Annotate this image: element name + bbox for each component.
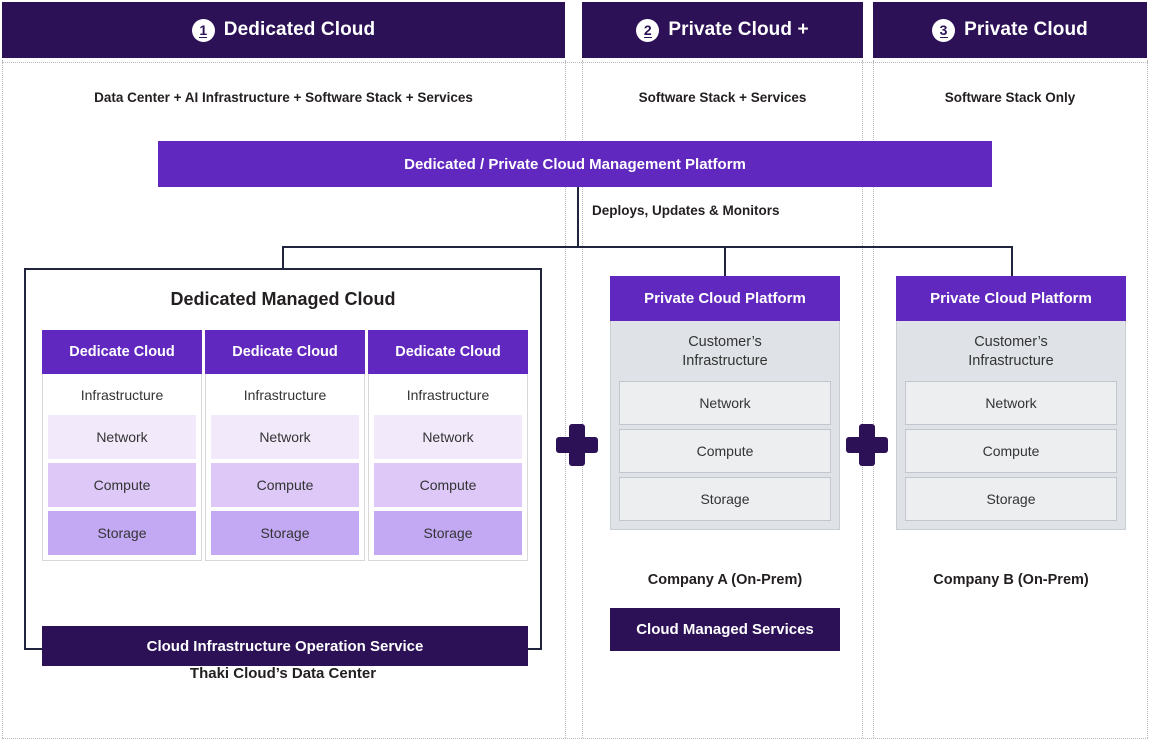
customer-infrastructure-title: Customer’s Infrastructure [905,321,1117,381]
resource-cell-network[interactable]: Network [48,415,196,459]
column-guide-1-right [565,60,566,738]
private-cloud-platform-b: Private Cloud Platform Customer’s Infras… [896,276,1126,531]
dedicate-cloud-body: Infrastructure Network Compute Storage [368,374,528,561]
infrastructure-label: Infrastructure [243,386,327,403]
cloud-managed-services-bar[interactable]: Cloud Managed Services [610,608,840,651]
resource-cell-compute[interactable]: Compute [374,463,522,507]
customer-infrastructure-line-1: Customer’s [688,334,762,350]
subcaption-column-2: Software Stack + Services [638,89,807,105]
connector-drop-right [1011,246,1013,278]
company-a-caption: Company A (On-Prem) [647,572,803,588]
subcaption-column-1: Data Center + AI Infrastructure + Softwa… [94,89,473,105]
dedicate-cloud-header: Dedicate Cloud [368,330,528,374]
resource-cell-storage[interactable]: Storage [619,477,831,522]
connector-drop-middle [724,246,726,278]
dedicate-cloud-header: Dedicate Cloud [205,330,365,374]
header-dedicated-cloud-label: Dedicated Cloud [223,19,376,40]
dedicate-cloud-stack[interactable]: Dedicate Cloud Infrastructure Network Co… [368,330,528,561]
column-guide-right-edge [1147,60,1148,738]
column-guide-2-left [582,60,583,738]
customer-infrastructure-title: Customer’s Infrastructure [619,321,831,381]
dedicate-cloud-header: Dedicate Cloud [42,330,202,374]
column-guide-2-right [862,60,863,738]
resource-cell-network[interactable]: Network [905,381,1117,426]
connector-horizontal-bus [282,246,1013,248]
column-guide-3-left [873,60,874,738]
resource-cell-compute[interactable]: Compute [211,463,359,507]
resource-cell-storage[interactable]: Storage [48,511,196,555]
dedicate-cloud-stack[interactable]: Dedicate Cloud Infrastructure Network Co… [205,330,365,561]
dedicate-cloud-body: Infrastructure Network Compute Storage [42,374,202,561]
cloud-infrastructure-operation-service-bar[interactable]: Cloud Infrastructure Operation Service [42,626,528,666]
resource-cell-storage[interactable]: Storage [905,477,1117,522]
resource-cell-compute[interactable]: Compute [619,429,831,474]
connector-label-deploys: Deploys, Updates & Monitors [592,203,780,218]
resource-cell-network[interactable]: Network [211,415,359,459]
company-b-caption: Company B (On-Prem) [933,572,1089,588]
private-cloud-platform-a: Private Cloud Platform Customer’s Infras… [610,276,840,531]
resource-cell-storage[interactable]: Storage [374,511,522,555]
dedicated-stack-group: Dedicate Cloud Infrastructure Network Co… [42,330,528,561]
plus-icon-1 [556,424,598,466]
resource-cell-compute[interactable]: Compute [48,463,196,507]
infrastructure-label: Infrastructure [80,386,164,403]
customer-infrastructure-panel: Customer’s Infrastructure Network Comput… [896,321,1126,531]
resource-cell-compute[interactable]: Compute [905,429,1117,474]
header-underline-guide [2,62,1148,63]
header-private-cloud[interactable]: 3 Private Cloud [873,2,1147,58]
bottom-guide [2,738,1148,739]
dedicate-cloud-stack[interactable]: Dedicate Cloud Infrastructure Network Co… [42,330,202,561]
dedicated-managed-cloud-title: Dedicated Managed Cloud [170,289,396,309]
dedicated-managed-cloud-box: Dedicated Managed Cloud Dedicate Cloud I… [24,268,542,666]
dedicate-cloud-body: Infrastructure Network Compute Storage [205,374,365,561]
header-private-cloud-plus-label: Private Cloud + [668,19,809,40]
resource-cell-network[interactable]: Network [619,381,831,426]
resource-cell-storage[interactable]: Storage [211,511,359,555]
management-platform-bar[interactable]: Dedicated / Private Cloud Management Pla… [158,141,992,187]
connector-vertical-feed [577,187,579,247]
badge-number-3: 3 [932,18,956,42]
infrastructure-label: Infrastructure [406,386,490,403]
customer-infrastructure-line-2: Infrastructure [682,353,768,370]
dedicated-data-center-caption: Thaki Cloud’s Data Center [189,665,377,682]
private-cloud-platform-header[interactable]: Private Cloud Platform [610,276,840,321]
subcaption-column-3: Software Stack Only [944,89,1076,105]
customer-infrastructure-panel: Customer’s Infrastructure Network Comput… [610,321,840,531]
badge-number-2: 2 [636,18,660,42]
private-cloud-platform-header[interactable]: Private Cloud Platform [896,276,1126,321]
header-dedicated-cloud[interactable]: 1 Dedicated Cloud [2,2,565,58]
badge-number-1: 1 [191,18,215,42]
header-private-cloud-label: Private Cloud [964,19,1088,40]
plus-icon-2 [846,424,888,466]
customer-infrastructure-line-1: Customer’s [974,334,1048,350]
column-guide-left-edge [2,60,3,738]
header-private-cloud-plus[interactable]: 2 Private Cloud + [582,2,863,58]
resource-cell-network[interactable]: Network [374,415,522,459]
customer-infrastructure-line-2: Infrastructure [968,353,1054,370]
connector-drop-left [282,246,284,270]
